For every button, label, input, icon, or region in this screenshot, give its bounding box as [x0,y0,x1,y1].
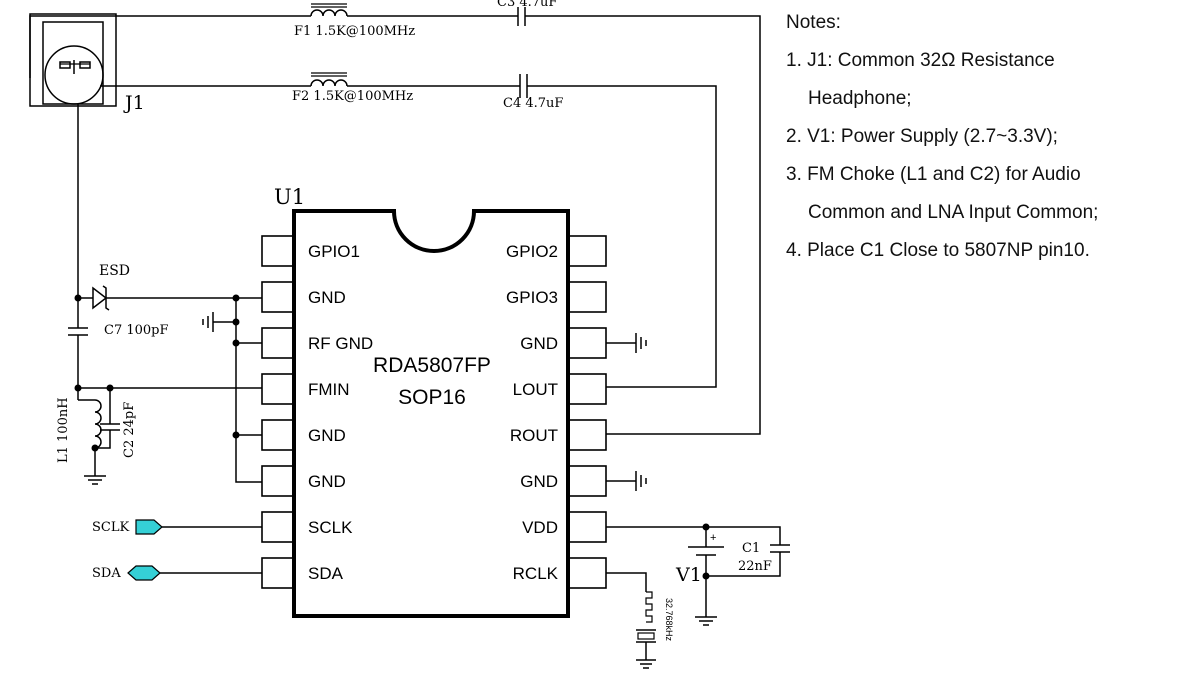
chip-pin-right-3 [567,327,607,359]
wire-rclk [606,572,647,592]
pin-label-right-1: GPIO2 [506,242,558,261]
pin-label-right-8: RCLK [513,564,559,583]
note-line: Common and LNA Input Common; [808,202,1099,223]
sclk-port-label: SCLK [92,520,129,535]
ferrite-f2 [305,72,348,87]
chip-pin-left-3 [261,327,295,359]
chip-part-number: RDA5807FP [373,354,491,377]
notes-title: Notes: [786,12,841,33]
pin-label-right-6: GND [520,472,558,491]
ground-symbol-right-2 [606,471,647,491]
sda-port-label: SDA [92,566,121,581]
note-line: 1. J1: Common 32Ω Resistance [786,50,1055,71]
ground-symbol-right-1 [606,333,647,353]
capacitor-c1 [706,544,790,577]
c1-ref-label: C1 [742,541,760,556]
ground-symbol-v1 [695,616,717,626]
note-line: Headphone; [808,88,912,109]
capacitor-c7 [68,298,88,388]
battery-v1: + [688,527,724,617]
capacitor-c2 [95,388,120,449]
f1-label: F1 1.5K@100MHz [294,24,415,39]
c4-label: C4 4.7uF [503,96,563,111]
sda-port [127,565,262,581]
chip-pin-left-5 [261,419,295,451]
chip-pin-right-4 [567,373,607,405]
svg-text:+: + [710,532,716,544]
note-line: 4. Place C1 Close to 5807NP pin10. [786,240,1090,261]
wire-c4-lout [527,85,717,388]
headphone-jack-j1 [29,13,117,107]
chip-pin-right-2 [567,281,607,313]
chip-package: SOP16 [398,386,466,409]
esd-label: ESD [99,263,130,279]
c1-value-label: 22nF [738,559,772,574]
note-line: 2. V1: Power Supply (2.7~3.3V); [786,126,1058,147]
pin-label-left-4: FMIN [308,380,350,399]
j1-label: J1 [123,92,145,114]
pin-label-right-2: GPIO3 [506,288,558,307]
capacitor-c4 [519,74,528,98]
chip-pin-right-6 [567,465,607,497]
pin-label-left-3: RF GND [308,334,373,353]
crystal-32k [636,591,656,669]
wire-vdd [606,526,781,545]
pin-label-left-5: GND [308,426,346,445]
l1-label: L1 100nH [56,397,71,463]
pin-label-left-1: GPIO1 [308,242,360,261]
c7-label: C7 100pF [104,323,169,338]
chip-pin-right-1 [567,235,607,267]
inductor-l1 [77,388,102,476]
ground-symbol-left [202,312,236,332]
chip-pin-right-7 [567,511,607,543]
pin-label-right-7: VDD [522,518,558,537]
pin-label-left-6: GND [308,472,346,491]
chip-u1-body [292,209,570,618]
pin-label-left-8: SDA [308,564,344,583]
ferrite-f1 [305,3,348,17]
chip-pin-left-2 [261,281,295,313]
chip-pin-left-4 [261,373,295,405]
wire-c3-rout [525,15,761,435]
pin-label-right-4: LOUT [513,380,558,399]
f2-label: F2 1.5K@100MHz [292,89,413,104]
notes-panel: Notes: 1. J1: Common 32Ω Resistance Head… [786,4,1196,270]
chip-pin-left-7 [261,511,295,543]
pin-label-right-5: ROUT [510,426,558,445]
sclk-port [135,519,262,535]
chip-pin-right-8 [567,557,607,589]
chip-pin-left-1 [261,235,295,267]
ground-symbol-l1 [84,475,106,485]
pin-label-left-7: SCLK [308,518,353,537]
v1-label: V1 [675,564,702,586]
note-line: 3. FM Choke (L1 and C2) for Audio [786,164,1081,185]
chip-pin-left-6 [261,465,295,497]
pin-label-right-3: GND [520,334,558,353]
chip-pin-left-8 [261,557,295,589]
chip-pin-right-5 [567,419,607,451]
chip-pins [261,235,607,589]
c3-label: C3 4.7uF [497,0,557,10]
wire-j1-left [29,15,305,78]
u1-label: U1 [274,185,305,209]
crystal-label: 32.768kHz [664,598,674,642]
pin-label-left-2: GND [308,288,346,307]
wire-gnd-bus [235,298,262,483]
c2-label: C2 24pF [122,402,137,458]
